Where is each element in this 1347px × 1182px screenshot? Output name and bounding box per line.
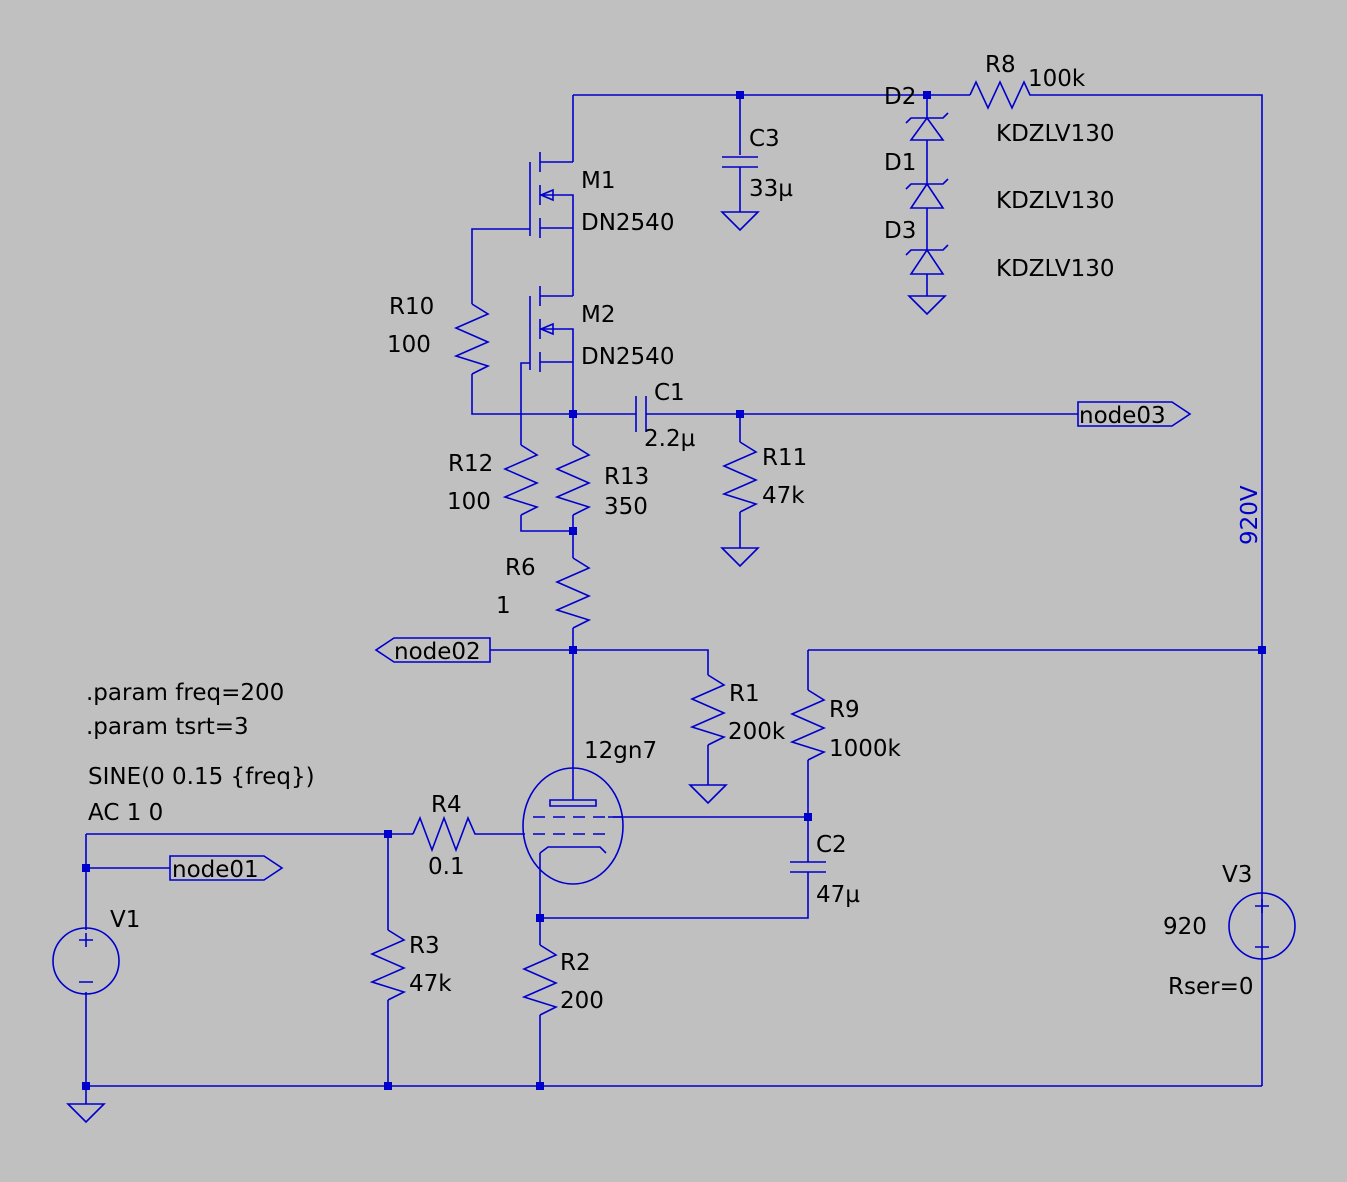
- resistor-r2[interactable]: R2 200: [521, 944, 604, 1016]
- node01-label: node01: [172, 857, 259, 883]
- junction-dots: [82, 91, 1266, 1090]
- r8-value: 100k: [1028, 66, 1086, 92]
- resistor-r6[interactable]: R6 1: [496, 555, 592, 629]
- capacitor-c3[interactable]: C3 33µ: [722, 126, 793, 212]
- m2-ref: M2: [581, 302, 615, 328]
- ground-symbols: [66, 211, 947, 1124]
- r3-ref: R3: [409, 933, 440, 959]
- c3-value: 33µ: [749, 176, 793, 202]
- v3-value: 920: [1163, 914, 1207, 940]
- r10-value: 100: [387, 332, 431, 358]
- v1-ac-spec: AC 1 0: [88, 800, 163, 826]
- voltage-source-v1[interactable]: V1: [52, 907, 140, 995]
- r12-ref: R12: [448, 451, 493, 477]
- zener-d3[interactable]: D3 KDZLV130: [884, 218, 1114, 282]
- r10-ref: R10: [389, 294, 434, 320]
- v3-rser: Rser=0: [1168, 974, 1253, 1000]
- mosfet-m2[interactable]: M2 DN2540: [529, 286, 674, 372]
- r4-ref: R4: [431, 792, 462, 818]
- m1-ref: M1: [581, 168, 615, 194]
- wires: [85, 94, 1263, 1087]
- d2-ref: D2: [884, 84, 916, 110]
- m1-model: DN2540: [581, 210, 674, 236]
- r13-value: 350: [604, 494, 648, 520]
- mosfet-m1[interactable]: M1 DN2540: [529, 152, 674, 238]
- resistor-r10[interactable]: R10 100: [387, 294, 491, 375]
- d1-ref: D1: [884, 150, 916, 176]
- c2-ref: C2: [816, 832, 847, 858]
- resistor-r11[interactable]: R11 47k: [721, 441, 807, 513]
- v3-ref: V3: [1222, 862, 1252, 888]
- net-label-node03[interactable]: node03: [1077, 401, 1192, 429]
- d3-model: KDZLV130: [996, 256, 1114, 282]
- voltage-source-v3[interactable]: V3 920 Rser=0: [1163, 862, 1296, 1000]
- m2-model: DN2540: [581, 344, 674, 370]
- resistor-r1[interactable]: R1 200k: [689, 674, 786, 746]
- r6-ref: R6: [505, 555, 536, 581]
- supply-net-label: 920V: [1237, 485, 1263, 545]
- c3-ref: C3: [749, 126, 780, 152]
- r11-value: 47k: [762, 483, 805, 509]
- zener-d2[interactable]: D2 KDZLV130: [884, 84, 1114, 147]
- d3-ref: D3: [884, 218, 916, 244]
- d1-model: KDZLV130: [996, 188, 1114, 214]
- r2-value: 200: [560, 988, 604, 1014]
- r13-ref: R13: [604, 464, 649, 490]
- r8-ref: R8: [985, 52, 1016, 78]
- capacitor-c2[interactable]: C2 47µ: [790, 832, 860, 908]
- r6-value: 1: [496, 593, 511, 619]
- c1-ref: C1: [654, 380, 685, 406]
- net-label-node02[interactable]: node02: [374, 637, 491, 665]
- tube-model: 12gn7: [584, 738, 657, 764]
- r1-ref: R1: [729, 681, 760, 707]
- r3-value: 47k: [409, 971, 452, 997]
- node03-label: node03: [1079, 403, 1166, 429]
- resistor-r4[interactable]: R4 0.1: [412, 792, 482, 880]
- r12-value: 100: [447, 489, 491, 515]
- zener-d1[interactable]: D1 KDZLV130: [884, 150, 1114, 214]
- r9-ref: R9: [829, 697, 860, 723]
- r11-ref: R11: [762, 445, 807, 471]
- capacitor-c1[interactable]: C1 2.2µ: [635, 380, 696, 452]
- r2-ref: R2: [560, 950, 591, 976]
- resistor-r12[interactable]: R12 100: [447, 444, 540, 516]
- v1-ref: V1: [110, 907, 140, 933]
- c1-value: 2.2µ: [644, 426, 696, 452]
- resistor-r9[interactable]: R9 1000k: [789, 689, 902, 762]
- r1-value: 200k: [728, 719, 786, 745]
- net-label-node01[interactable]: node01: [169, 855, 284, 883]
- d2-model: KDZLV130: [996, 121, 1114, 147]
- r9-value: 1000k: [829, 736, 902, 762]
- spice-directives[interactable]: .param freq=200 .param tsrt=3 SINE(0 0.1…: [86, 680, 315, 826]
- directive-param-freq: .param freq=200: [86, 680, 284, 706]
- resistor-r3[interactable]: R3 47k: [369, 929, 452, 1001]
- directive-param-tsrt: .param tsrt=3: [86, 714, 249, 740]
- resistor-r8[interactable]: R8 100k: [969, 52, 1086, 110]
- r4-value: 0.1: [428, 854, 465, 880]
- v1-sine-spec: SINE(0 0.15 {freq}): [88, 764, 315, 790]
- node02-label: node02: [394, 639, 481, 665]
- tube-12gn7[interactable]: 12gn7: [522, 738, 657, 885]
- c2-value: 47µ: [816, 882, 860, 908]
- resistor-r13[interactable]: R13 350: [554, 444, 649, 520]
- net-label-920v[interactable]: 920V: [1237, 485, 1263, 545]
